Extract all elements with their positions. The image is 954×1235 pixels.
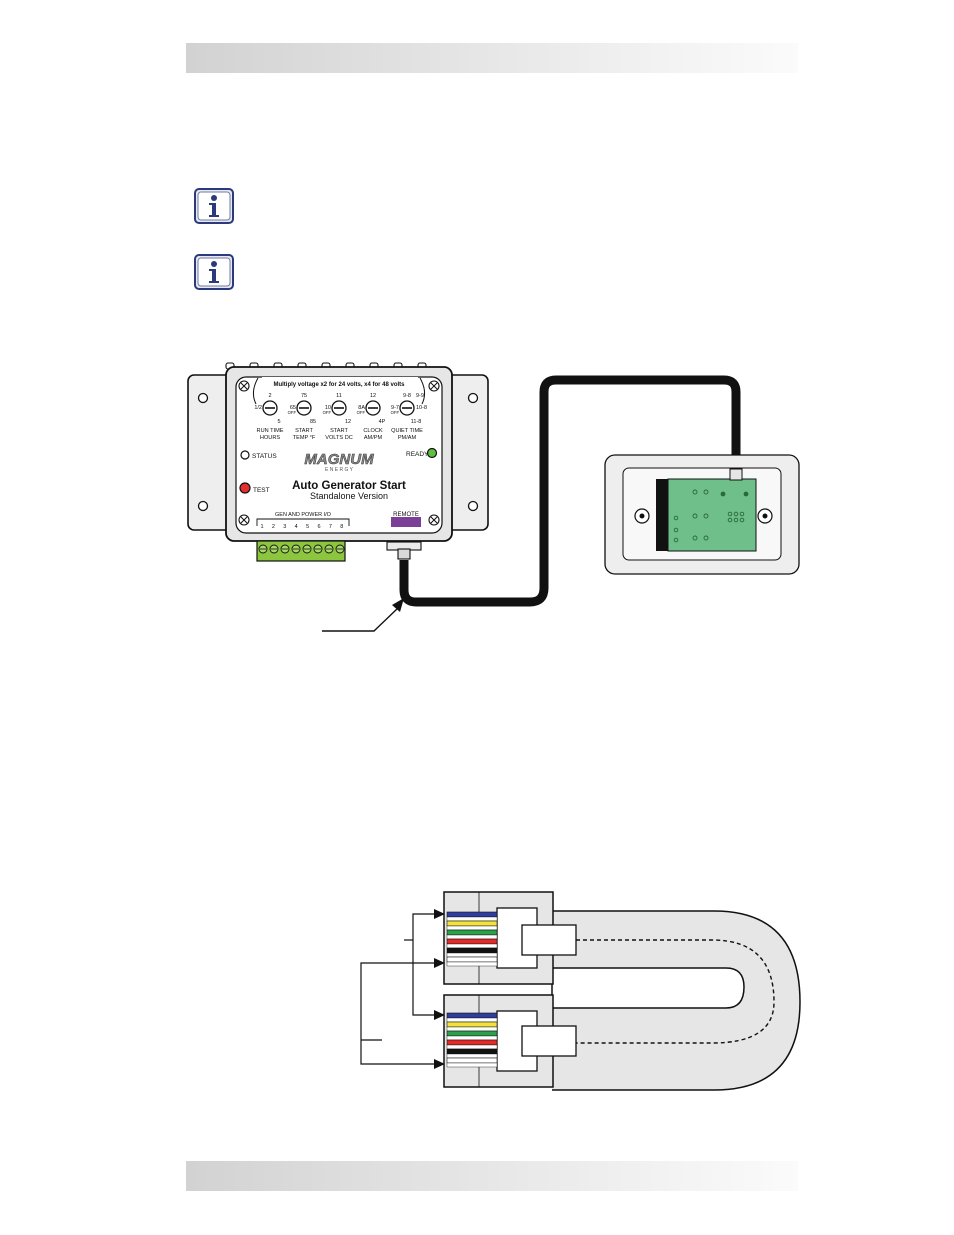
remote-label: REMOTE <box>393 512 419 518</box>
wire-stripe <box>446 947 498 954</box>
terminal-number: 7 <box>329 524 332 530</box>
dial-top-right-value: 9-9 <box>416 393 424 399</box>
dial-label: CLOCK <box>363 428 383 434</box>
remote-cable <box>399 375 741 607</box>
terminal-number: 4 <box>295 524 298 530</box>
dial-off-mark: OFF <box>288 410 297 415</box>
dial-label-unit: VOLTS DC <box>325 435 353 441</box>
dial-label-unit: HOURS <box>260 435 280 441</box>
remote-plate-connector <box>729 468 743 481</box>
brand-logo: MAGNUM <box>304 451 374 468</box>
dial-top-value: 75 <box>301 393 307 399</box>
wire-stripe <box>446 1030 498 1037</box>
terminal-number: 8 <box>340 524 343 530</box>
ready-label: READY <box>406 451 429 458</box>
terminal-number: 5 <box>306 524 309 530</box>
cable-pinout-diagram <box>360 891 801 1091</box>
footer-bar <box>186 1161 798 1191</box>
wire-stripe <box>446 1057 498 1064</box>
wire-stripe <box>446 920 498 927</box>
remote-port-marker <box>391 517 421 527</box>
wire-stripe <box>446 1039 498 1046</box>
dial-off-mark: OFF <box>323 410 332 415</box>
wire-stripe <box>446 929 498 936</box>
wire-stripe <box>446 1012 498 1019</box>
product-subtitle: Standalone Version <box>310 491 388 501</box>
dial-bottom-value: 5 <box>277 419 280 425</box>
dial-label: QUIET TIME <box>391 428 423 434</box>
dial-off-mark: OFF <box>391 410 400 415</box>
wire-stripe <box>446 1048 498 1055</box>
terminal-number: 3 <box>283 524 286 530</box>
wire-stripe <box>446 938 498 945</box>
product-title: Auto Generator Start <box>292 480 406 492</box>
header-bar <box>186 43 798 73</box>
callout-arrowhead <box>392 598 404 612</box>
remote-circuit-board <box>667 478 757 552</box>
wire-stripe <box>446 911 498 918</box>
terminal-number: 6 <box>317 524 320 530</box>
dial-left-value: 9-7 <box>391 405 399 411</box>
callout-line <box>322 607 399 632</box>
status-led <box>240 450 250 460</box>
dial-top-value: 2 <box>268 393 271 399</box>
info-icon <box>194 188 234 224</box>
test-button[interactable] <box>239 482 251 494</box>
dial-label: START <box>295 428 313 434</box>
panel-header: Multiply voltage x2 for 24 volts, x4 for… <box>273 382 405 388</box>
wire-stripe <box>446 956 498 963</box>
wire-stripe <box>446 1021 498 1028</box>
dial-bottom-value: 12 <box>345 419 351 425</box>
terminal-numbers: 1 2 3 4 5 6 7 8 <box>260 524 343 530</box>
test-label: TEST <box>253 487 270 494</box>
terminal-number: 2 <box>272 524 275 530</box>
dial-label-unit: PM/AM <box>398 435 417 441</box>
dial-top-value: 11 <box>336 393 342 399</box>
dial-bottom-value: 85 <box>310 419 316 425</box>
dial-top-value: 9-8 <box>403 393 411 399</box>
dial-right-value: 10-8 <box>416 405 427 411</box>
ready-led <box>426 447 438 459</box>
dial-left-value: 8A <box>358 405 365 411</box>
terminal-header: GEN AND POWER I/O <box>275 512 332 518</box>
dial-bottom-value: 4P <box>379 419 386 425</box>
brand-sub: E N E R G Y <box>325 467 354 473</box>
dial-label-unit: AM/PM <box>364 435 383 441</box>
dial-top-value: 12 <box>370 393 376 399</box>
info-icon <box>194 254 234 290</box>
status-label: STATUS <box>252 453 277 460</box>
dial-bottom-value: 11-8 <box>411 419 422 425</box>
dial-label-unit: TEMP °F <box>293 435 316 441</box>
dial-off-mark: OFF <box>357 410 366 415</box>
terminal-number: 1 <box>260 524 263 530</box>
dial-left-value: 10 <box>325 405 331 411</box>
terminal-block <box>256 540 346 562</box>
dial-label: START <box>330 428 348 434</box>
dial-label: RUN TIME <box>257 428 284 434</box>
dial-left-value: 65 <box>290 405 296 411</box>
dial-left-value: 1/2 <box>254 405 262 411</box>
